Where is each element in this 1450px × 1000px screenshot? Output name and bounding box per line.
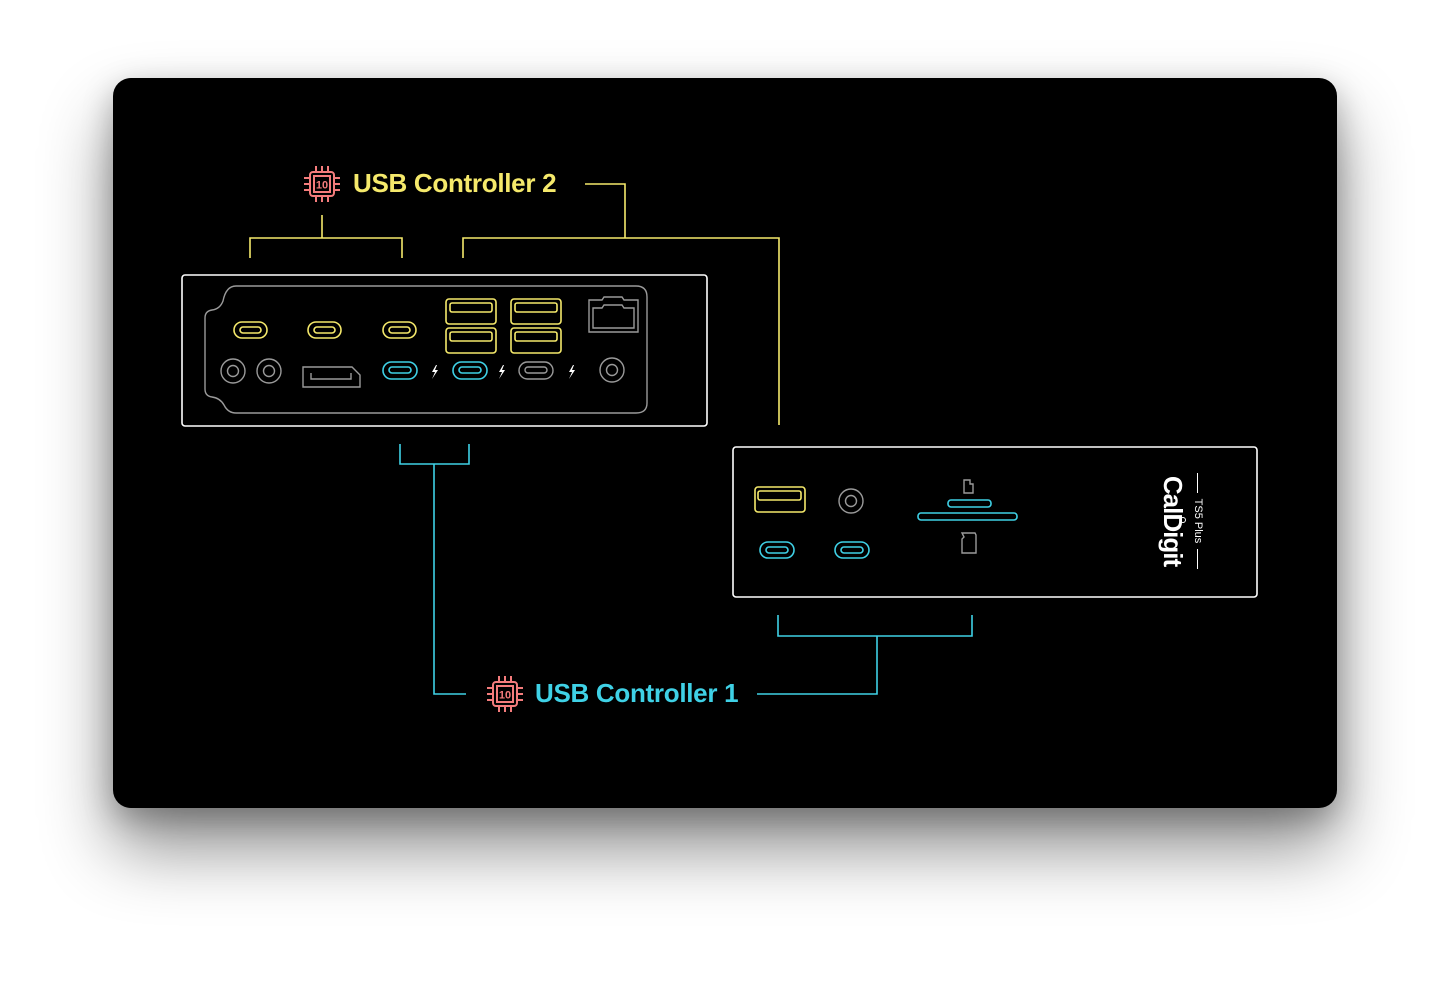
microsd-icon <box>963 479 974 494</box>
usb-a-port <box>510 327 562 354</box>
usb-controller-1-label: USB Controller 1 <box>535 678 739 708</box>
connector-c2-right <box>585 183 626 238</box>
model-label-wrap: TS5 Plus <box>1183 421 1213 621</box>
connector-c1-bottom-bracket <box>777 615 973 637</box>
usb-c-port <box>834 541 870 559</box>
svg-text:10: 10 <box>499 690 511 702</box>
diagram-card: 10 10 USB Controller 2 USB Controller 1 … <box>113 78 1337 808</box>
thunderbolt-port <box>452 361 488 380</box>
audio-jack <box>256 358 282 384</box>
thunderbolt-port <box>382 361 418 380</box>
microsd-slot <box>947 499 992 508</box>
thunderbolt-icon <box>499 365 505 379</box>
rear-panel-plate <box>204 285 648 414</box>
front-panel <box>732 446 1258 598</box>
diagram-canvas <box>181 183 1258 695</box>
sd-card-icon <box>960 532 977 554</box>
thunderbolt-icon <box>432 365 438 379</box>
svg-text:10: 10 <box>316 180 328 192</box>
thunderbolt-port <box>518 361 554 380</box>
usb-a-port <box>754 486 806 513</box>
ethernet-port <box>588 296 639 333</box>
chip-icon: 10 <box>304 166 340 202</box>
controller1-connectors <box>399 444 973 695</box>
sd-card-slot <box>917 512 1018 521</box>
thunderbolt-icon <box>569 365 575 379</box>
connector-c1-right <box>757 636 878 695</box>
connector-c2-right-bracket <box>462 237 780 425</box>
usb-c-port <box>233 321 268 339</box>
usb-c-port <box>759 541 795 559</box>
connector-c1-left <box>433 464 466 695</box>
usb-a-port <box>510 298 562 325</box>
dc-power-port <box>599 357 625 383</box>
usb-controller-2-label: USB Controller 2 <box>353 168 557 198</box>
status-led <box>1180 517 1186 523</box>
usb-c-port <box>307 321 342 339</box>
chip-icon: 10 <box>487 676 523 712</box>
thunderbolt-icons <box>432 365 575 379</box>
rear-panel <box>181 274 708 427</box>
audio-jack <box>220 358 246 384</box>
connector-c2-left-bracket <box>249 237 403 258</box>
controller2-connectors <box>249 183 780 425</box>
model-label: TS5 Plus <box>1192 498 1204 544</box>
usb-a-port <box>445 327 497 354</box>
displayport <box>302 366 361 388</box>
connector-c1-top-bracket <box>399 444 470 465</box>
usb-a-port <box>445 298 497 325</box>
usb-c-port <box>382 321 417 339</box>
audio-jack <box>838 488 864 514</box>
